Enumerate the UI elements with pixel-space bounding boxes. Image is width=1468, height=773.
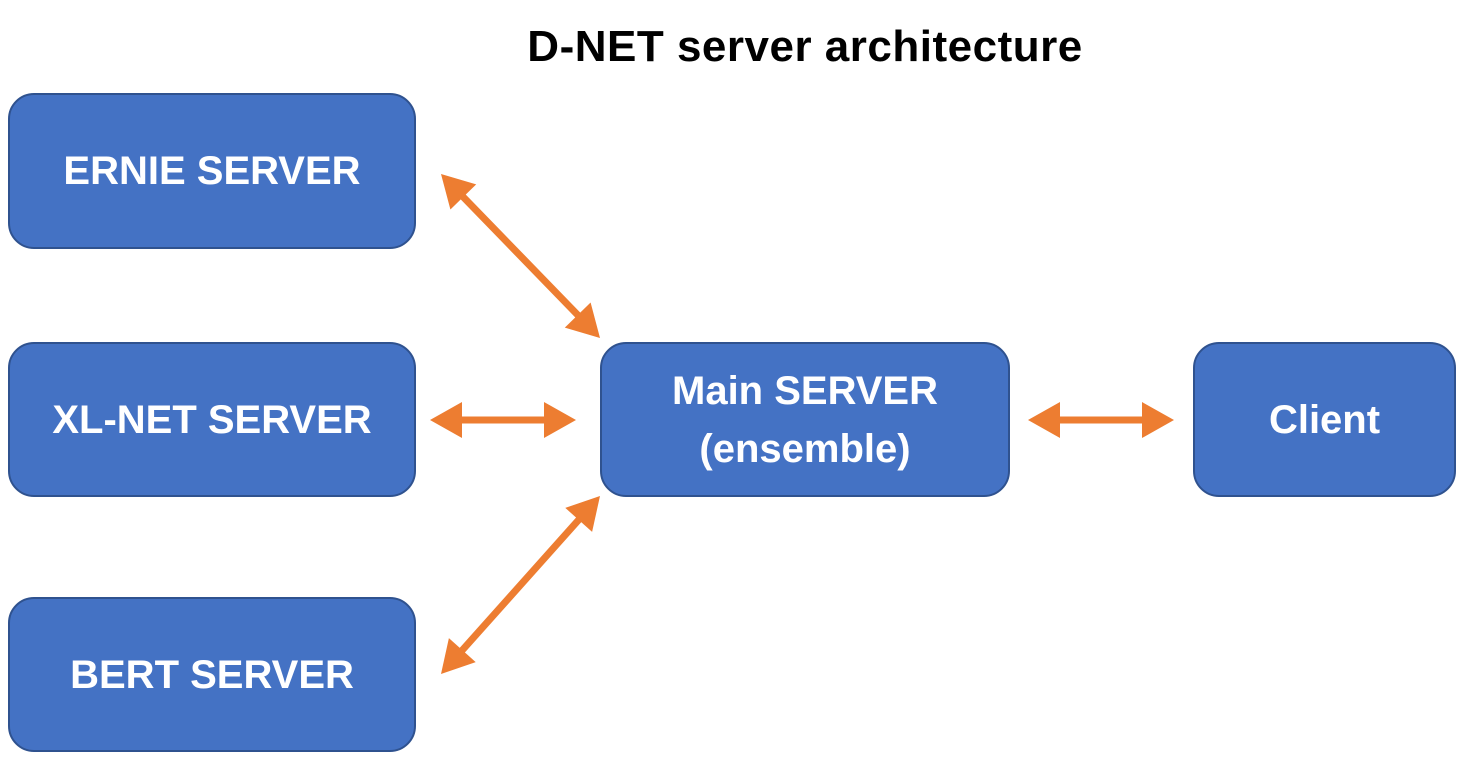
bert-server-node: BERT SERVER: [8, 597, 416, 752]
client-node: Client: [1193, 342, 1456, 497]
arrow-bert-main-head-end: [565, 496, 600, 532]
ernie-server-node: ERNIE SERVER: [8, 93, 416, 249]
xlnet-server-node: XL-NET SERVER: [8, 342, 416, 497]
xlnet-server-label: XL-NET SERVER: [52, 397, 372, 442]
client-label: Client: [1268, 397, 1381, 442]
diagram-title: D-NET server architecture: [527, 22, 1083, 71]
ernie-server-label: ERNIE SERVER: [63, 149, 361, 193]
arrow-ernie-main-head-end: [564, 302, 600, 338]
arrow-bert-main-shaft: [455, 512, 586, 658]
main-server-label-line2: (ensemble): [699, 426, 911, 471]
arrow-xlnet-main-head-start: [430, 402, 462, 438]
main-server-node: Main SERVER (ensemble): [600, 342, 1010, 497]
main-server-label-line1: Main SERVER: [672, 368, 938, 413]
arrow-ernie-main-shaft: [456, 189, 585, 323]
arrow-ernie-main-head-start: [441, 174, 477, 210]
arrow-xlnet-main-head-end: [544, 402, 576, 438]
arrow-bert-main-head-start: [441, 638, 476, 674]
arrow-main-client-head-start: [1028, 402, 1060, 438]
arrow-main-client-head-end: [1142, 402, 1174, 438]
bert-server-label: BERT SERVER: [70, 652, 354, 697]
main-server-label: Main SERVER (ensemble): [672, 362, 938, 478]
